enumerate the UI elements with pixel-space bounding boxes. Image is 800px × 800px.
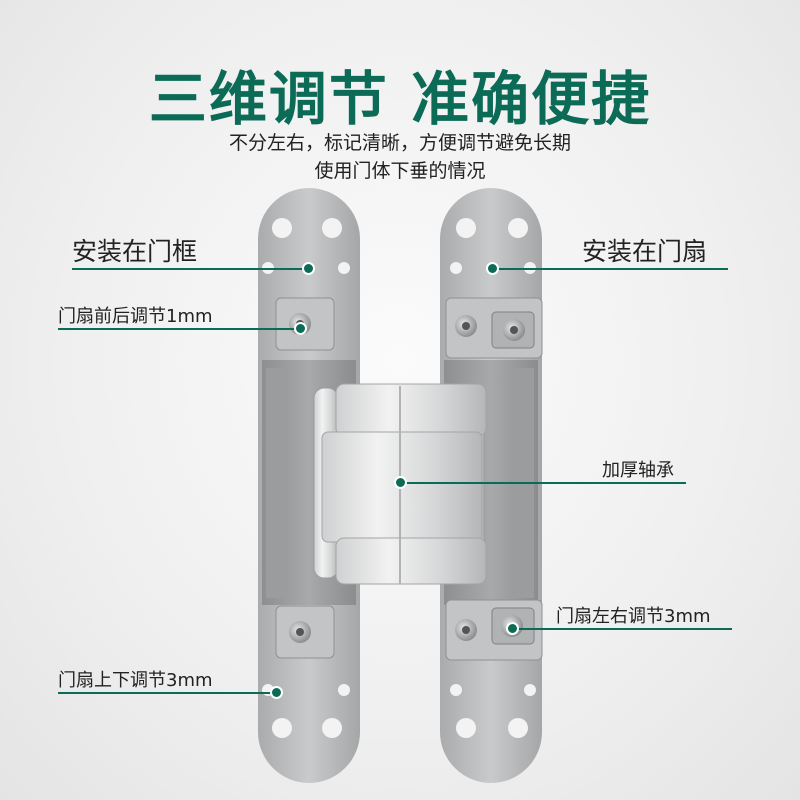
callout-up-down-dot	[270, 686, 283, 699]
callout-door-mount: 安装在门扇	[582, 237, 708, 266]
callout-bearing-line	[400, 482, 686, 484]
callout-frame-mount-dot	[302, 262, 315, 275]
headline: 三维调节 准确便捷	[148, 65, 652, 133]
callout-door-mount-dot	[486, 262, 499, 275]
callout-frame-mount: 安装在门框	[72, 237, 198, 266]
callout-frame-mount-line	[72, 268, 308, 270]
callout-front-back-line	[58, 328, 300, 330]
callout-bearing-dot	[394, 476, 407, 489]
callout-up-down-adjust: 门扇上下调节3mm	[58, 670, 213, 691]
callout-bearing: 加厚轴承	[602, 460, 674, 481]
callout-door-mount-line	[492, 268, 728, 270]
callout-front-back-adjust: 门扇前后调节1mm	[58, 306, 213, 327]
callout-left-right-dot	[506, 622, 519, 635]
callout-left-right-adjust: 门扇左右调节3mm	[556, 606, 711, 627]
subtitle-line-1: 不分左右，标记清晰，方便调节避免长期	[228, 132, 571, 154]
callout-left-right-line	[512, 628, 732, 630]
subtitle-line-2: 使用门体下垂的情况	[314, 160, 486, 182]
callout-up-down-line	[58, 692, 276, 694]
callout-front-back-dot	[294, 322, 307, 335]
